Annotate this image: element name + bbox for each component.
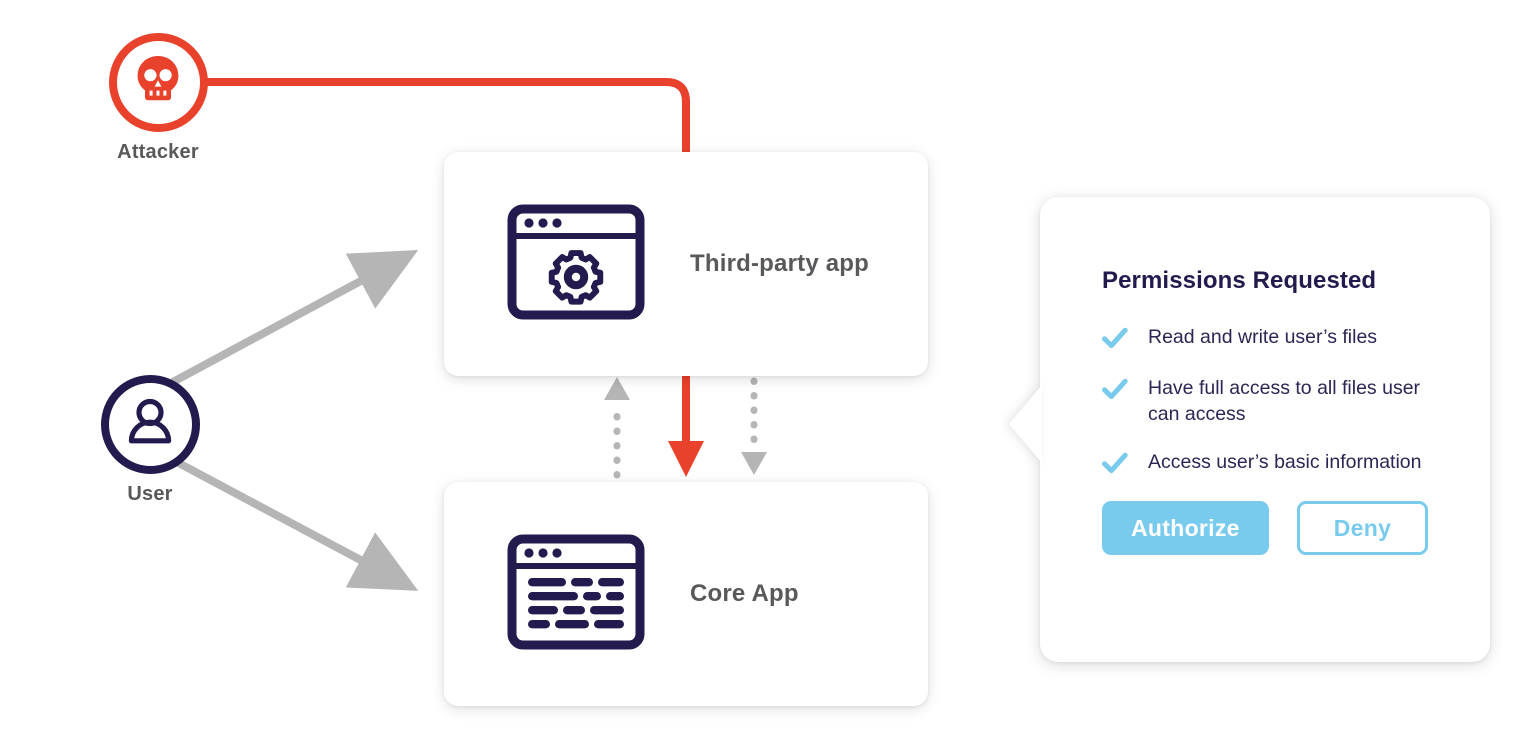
user-ring (100, 375, 200, 474)
permission-item: Access user’s basic information (1102, 450, 1450, 479)
card-third-party-app[interactable]: Third-party app (444, 152, 928, 376)
permission-item-text: Access user’s basic information (1148, 450, 1422, 473)
permissions-title: Permissions Requested (1102, 267, 1377, 294)
person-icon (121, 393, 179, 456)
permission-item: Have full access to all files user can a… (1102, 376, 1450, 428)
deny-button[interactable]: Deny (1296, 500, 1429, 555)
actor-attacker-label: Attacker (117, 141, 199, 163)
permission-item-text: Read and write user’s files (1148, 326, 1378, 348)
callout-pointer (1009, 385, 1042, 463)
permissions-actions: Authorize Deny (1102, 500, 1450, 555)
check-icon (1102, 327, 1128, 354)
arrowhead-attack (668, 441, 704, 477)
check-icon (1102, 378, 1128, 405)
permission-item-text: Have full access to all files user can a… (1148, 377, 1421, 425)
browser-lines-icon (506, 533, 646, 656)
permission-item: Read and write user’s files (1102, 325, 1450, 354)
arrowhead-thirdparty-to-core (741, 452, 767, 475)
card-third-party-app-label: Third-party app (690, 250, 870, 277)
skull-icon (130, 52, 186, 113)
permissions-dialog: Permissions Requested Read and write use… (1040, 197, 1490, 662)
check-icon (1102, 452, 1128, 479)
arrowhead-core-to-thirdparty (604, 377, 630, 400)
actor-user: User (55, 375, 245, 506)
card-core-app[interactable]: Core App (444, 482, 928, 706)
actor-user-label: User (127, 483, 173, 505)
wire-user-to-thirdparty (156, 250, 419, 394)
browser-gear-icon (506, 203, 646, 326)
card-core-app-label: Core App (690, 580, 799, 607)
authorize-button[interactable]: Authorize (1102, 500, 1269, 555)
actor-attacker: Attacker (63, 33, 253, 164)
attacker-ring (108, 33, 208, 132)
